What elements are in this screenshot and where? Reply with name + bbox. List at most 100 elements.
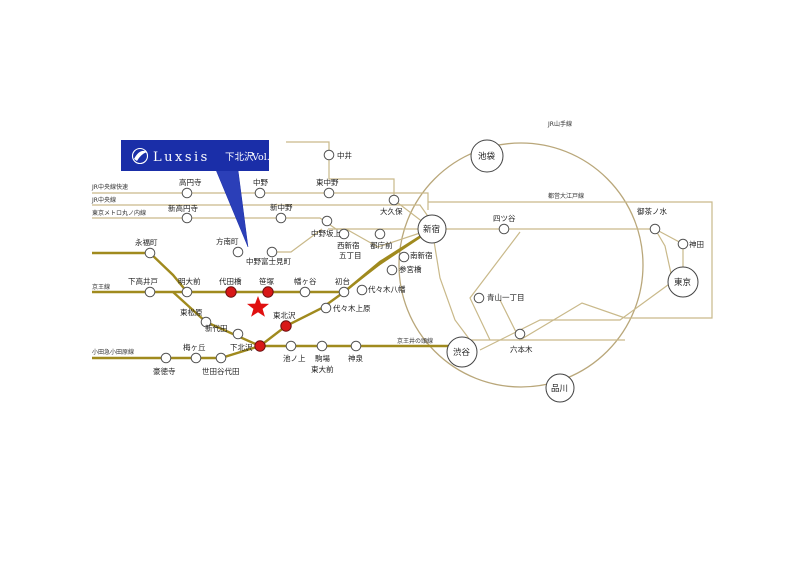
- stations: [144, 149, 689, 364]
- label-kanda: 神田: [689, 239, 704, 249]
- label-shinsen: 神泉: [348, 353, 363, 363]
- label-hatsudai: 初台: [335, 276, 350, 286]
- station-ikenoue: [285, 340, 297, 352]
- station-sangubashi: [386, 264, 398, 276]
- logo-swirl-icon: [134, 150, 147, 161]
- label-hatagaya: 幡ヶ谷: [294, 276, 317, 286]
- station-umegaoka: [190, 352, 202, 364]
- major-stations: [417, 139, 699, 403]
- station-koenji: [181, 187, 193, 199]
- oedo-north: [286, 141, 433, 230]
- station-okubo: [388, 194, 400, 206]
- station-minamishinjuku: [398, 251, 410, 263]
- label-sasazuka: 笹塚: [259, 276, 274, 286]
- station-shinsen: [350, 340, 362, 352]
- label-ikenoue: 池ノ上: [283, 353, 306, 363]
- label-odakyu: 小田急小田原線: [92, 348, 134, 356]
- keio-eifuku: [92, 251, 188, 293]
- station-eifukucho: [144, 247, 156, 259]
- label-shinagawa: 品川: [551, 384, 568, 394]
- station-setagayadaita: [215, 352, 227, 364]
- label-roppongi: 六本木: [510, 344, 533, 354]
- station-higashinakano: [323, 187, 335, 199]
- label-chuo-rapid: JR中央線快速: [91, 183, 128, 191]
- roppongi-link: [499, 299, 625, 341]
- station-labels: 中井 東中野 高円寺 中野 新高円寺 新中野 大久保 中野坂上 方南町 中野富士…: [128, 150, 704, 394]
- station-nakano: [254, 187, 266, 199]
- label-shinnakano: 新中野: [270, 202, 293, 212]
- label-oedo: 都営大江戸線: [548, 192, 584, 200]
- station-shimotakaido: [144, 286, 156, 298]
- label-tochomae: 都庁前: [370, 240, 393, 250]
- label-nakanosakaue: 中野坂上: [311, 228, 341, 238]
- label-shinjuku: 新宿: [423, 224, 440, 235]
- station-aoyamaitchome: [473, 292, 485, 304]
- oedo-line: [428, 201, 713, 341]
- label-nakai: 中井: [337, 150, 352, 160]
- station-nakanosakaue: [321, 215, 333, 227]
- station-shinagawa: [545, 373, 575, 403]
- station-higashikitazawa: [280, 320, 292, 332]
- label-nishishinjuku-2: 五丁目: [339, 251, 362, 260]
- marunouchi-line: [92, 217, 432, 230]
- property-star-icon: [247, 296, 269, 317]
- label-shimokitazawa: 下北沢: [230, 343, 253, 352]
- odakyu-line: [92, 227, 433, 360]
- callout-box: [121, 140, 269, 171]
- label-meidaimae: 明大前: [178, 276, 201, 286]
- label-yoyogihachiman: 代々木八幡: [368, 284, 406, 294]
- logo-mark-icon: [131, 147, 149, 165]
- label-sangubashi: 参宮橋: [399, 264, 422, 274]
- keio-new-line: [343, 228, 433, 293]
- oedo-loop: [328, 228, 433, 248]
- station-honancho: [232, 246, 244, 258]
- ginza-line: [479, 281, 673, 351]
- station-shinjuku: [417, 214, 447, 244]
- yamanote-line: [398, 142, 644, 388]
- label-umegaoka: 梅ヶ丘: [183, 342, 206, 352]
- brand-name: Luxsis: [153, 150, 210, 165]
- label-eifukucho: 永福町: [135, 237, 158, 247]
- station-higashimatsubara: [200, 316, 212, 328]
- label-marunouchi: 東京メトロ丸ノ内線: [92, 209, 146, 217]
- label-ochanomizu: 御茶ノ水: [637, 206, 667, 216]
- label-gotokuji: 豪徳寺: [153, 366, 176, 376]
- label-tokyo: 東京: [674, 277, 691, 288]
- station-ochanomizu: [649, 223, 661, 235]
- label-higashinakano: 東中野: [316, 177, 339, 187]
- station-gotokuji: [160, 352, 172, 364]
- station-tochomae: [374, 228, 386, 240]
- station-nakanofujimicho: [266, 246, 278, 258]
- brand-vol: Vol.12: [251, 152, 282, 163]
- station-daitabashi: [225, 286, 237, 298]
- line-labels: JR山手線 JR中央線快速 JR中央線 東京メトロ丸ノ内線 都営大江戸線 京王線…: [91, 120, 584, 356]
- label-yoyogiuehara: 代々木上原: [333, 303, 371, 313]
- label-koenji: 高円寺: [179, 177, 202, 187]
- station-shindaita: [232, 328, 244, 340]
- station-yoyogiuehara: [320, 302, 332, 314]
- label-shimotakaido: 下高井戸: [128, 276, 158, 286]
- label-shindaita: 新代田: [205, 323, 228, 333]
- label-komaba-2: 東大前: [311, 364, 334, 374]
- label-chuo: JR中央線: [91, 196, 116, 204]
- station-ikebukuro: [470, 139, 504, 173]
- highlight-stations: [225, 286, 292, 352]
- station-tokyo: [667, 266, 699, 298]
- label-ikebukuro: 池袋: [478, 151, 496, 162]
- station-sasazuka: [262, 286, 274, 298]
- label-yotsuya: 四ツ谷: [493, 214, 516, 223]
- station-meidaimae: [181, 286, 193, 298]
- brand-area: 下北沢: [225, 151, 254, 163]
- label-daitabashi: 代田橋: [219, 276, 242, 286]
- label-inokashira: 京王井の頭線: [397, 337, 433, 345]
- station-yotsuya: [498, 223, 510, 235]
- label-nakanofujimicho: 中野富士見町: [246, 256, 291, 266]
- label-setagayadaita: 世田谷代田: [202, 366, 240, 376]
- label-nakano: 中野: [253, 177, 268, 187]
- station-hatagaya: [299, 286, 311, 298]
- label-higashimatsubara: 東松原: [180, 307, 203, 317]
- station-nakai: [323, 149, 335, 161]
- marunouchi-main: [432, 228, 673, 279]
- label-aoyamaitchome: 青山一丁目: [487, 292, 525, 302]
- brand-callout: Luxsis 下北沢 Vol.12: [121, 140, 282, 248]
